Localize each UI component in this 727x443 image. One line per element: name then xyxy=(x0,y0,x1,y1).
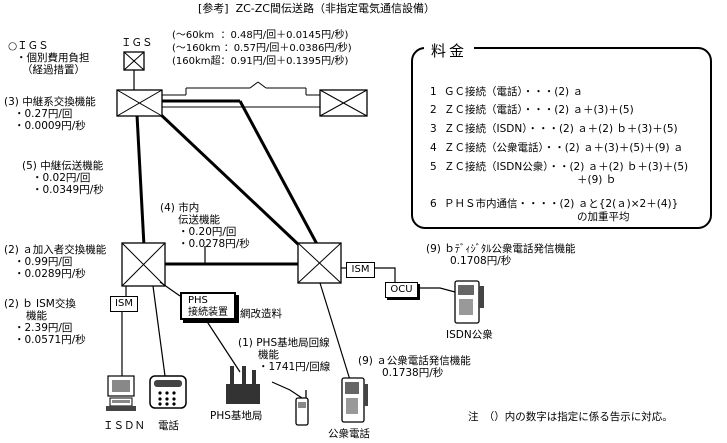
subscriber-switch-rate-call: ・0.99円/回 xyxy=(14,256,73,268)
network-modification-fee: 網改造料 xyxy=(240,308,282,320)
distance-rate-3: (160km超：0.91円/回＋0.1395円/秒) xyxy=(172,56,349,67)
phs-line-heading-2: 機能 xyxy=(258,349,279,361)
payphone-icon xyxy=(341,377,368,423)
igs-note-line1: ・個別費用負担 xyxy=(16,52,90,64)
fee-row-num: 2 xyxy=(430,104,437,116)
isdn-switch-rate-call: ・2.39円/回 xyxy=(14,322,73,334)
distance-rate-2: (〜160km ：0.57円/回＋0.0386円/秒) xyxy=(172,43,352,54)
phs-line-heading-1: (1) PHS基地局回線 xyxy=(238,337,330,349)
fee-row-num: 6 xyxy=(430,198,437,210)
fee-row-num: 3 xyxy=(430,123,437,135)
isdn-switch-rate-sec: ・0.0571円/秒 xyxy=(14,334,86,346)
ism-box-right: ISM xyxy=(346,262,375,278)
relay-transmission-rate-call: ・0.02円/回 xyxy=(32,172,91,184)
subscriber-switch-rate-sec: ・0.0289円/秒 xyxy=(14,268,86,280)
distance-rate-1: (〜60km ：0.48円/回＋0.0145円/秒) xyxy=(172,30,349,41)
igs-switch-icon xyxy=(123,51,145,71)
fee-row-num: 4 xyxy=(430,142,437,154)
link-ocu-to-isdn-payphone xyxy=(418,287,456,293)
phs-device-label-1: PHS xyxy=(188,295,208,306)
isdn-payphone-label: ISDN公衆 xyxy=(446,329,493,341)
link-to-phone xyxy=(152,285,166,377)
fee-row-num: 5 xyxy=(430,161,437,173)
relay-switch-right-icon xyxy=(319,89,368,117)
city-transmission-rate-call: ・0.20円/回 xyxy=(178,226,237,238)
digital-payphone-heading: (9) ｂﾃﾞｨｼﾞﾀﾙ公衆電話発信機能 xyxy=(426,243,576,255)
city-transmission-heading-2: 伝送機能 xyxy=(178,214,220,226)
digital-payphone-rate: 0.1708円/秒 xyxy=(450,255,512,267)
link-to-phs-device xyxy=(159,281,181,297)
fee-row-text: ＰＨＳ市内通信・・・・(2) ａと{2(ａ)×2＋(4)} xyxy=(444,198,679,210)
fee-row-text: ＺＣ接続（公衆電話）・・(2) ａ＋(3)＋(5)＋(9) ａ xyxy=(444,142,684,154)
phs-base-station-label: PHS基地局 xyxy=(210,410,263,422)
fee-row-text: の加重平均 xyxy=(577,211,630,223)
fee-row-text: ＺＣ接続（ISDN公衆）・・(2) ａ＋(2) ｂ＋(3)＋(5) xyxy=(444,161,689,173)
relay-switch-rate-call: ・0.27円/回 xyxy=(14,108,73,120)
igs-label: ＩＧＳ xyxy=(121,37,153,49)
phs-line-rate: ・1741円/回線 xyxy=(258,361,331,373)
ism-box-left: ISM xyxy=(110,296,138,312)
fee-row-num: 1 xyxy=(430,86,437,98)
phs-device-box: PHS 接続装置 xyxy=(180,292,236,320)
link-ism-to-ocu xyxy=(375,267,396,282)
igs-note-line2: （経過措置） xyxy=(22,64,85,76)
subscriber-switch-right-icon xyxy=(297,242,342,284)
fee-row-text: ＺＣ接続（電話）・・・(2) ａ＋(3)＋(5) xyxy=(444,104,634,116)
isdn-switch-heading-2: 機能 xyxy=(26,310,47,322)
fee-panel xyxy=(411,47,712,229)
payphone-label: 公衆電話 xyxy=(328,428,370,440)
subscriber-switch-heading: (2) ａ加入者交換機能 xyxy=(4,244,107,256)
trunk-top-to-mid xyxy=(238,100,320,247)
relay-switch-heading: (3) 中継系交換機能 xyxy=(4,96,96,108)
link-to-payphone xyxy=(319,282,351,381)
igs-note-heading: ○ＩＧＳ xyxy=(8,40,49,52)
fee-row-text: ＧＣ接続（電話）・・・(2) ａ xyxy=(444,86,583,98)
phs-base-station-icon xyxy=(226,366,260,404)
city-transmission-heading-1: (4) 市内 xyxy=(160,202,200,214)
mobile-phone-icon xyxy=(271,381,309,426)
ocu-box: OCU xyxy=(385,282,418,298)
payphone-origin-heading: (9) ａ公衆電話発信機能 xyxy=(358,355,471,367)
isdn-payphone-icon xyxy=(454,280,484,324)
relay-switch-left-icon xyxy=(116,89,163,117)
fee-row-text: ＋(9) ｂ xyxy=(577,174,617,186)
link-phs-device-to-base xyxy=(205,319,241,373)
trunk-relay-diagonal xyxy=(156,110,302,248)
telephone-label: 電話 xyxy=(158,420,179,432)
page-title: [参考] ZC-ZC間伝送路（非指定電気通信設備） xyxy=(198,2,435,15)
isdn-terminal-icon xyxy=(106,375,136,411)
fee-row-text: ＺＣ接続（ISDN）・・・(2) ａ＋(2) ｂ＋(3)＋(5) xyxy=(444,123,678,135)
isdn-switch-heading-1: (2) ｂ ISM交換 xyxy=(4,298,76,310)
footnote: 注 （）内の数字は指定に係る告示に対応。 xyxy=(468,411,673,423)
city-transmission-rate-sec: ・0.0278円/秒 xyxy=(178,238,250,250)
distance-pipe xyxy=(160,81,320,108)
subscriber-switch-left-icon xyxy=(121,242,166,287)
relay-transmission-heading: (5) 中継伝送機能 xyxy=(22,160,104,172)
trunk-relay-to-subscriber xyxy=(135,114,146,247)
payphone-origin-rate: 0.1738円/秒 xyxy=(382,367,444,379)
isdn-terminal-label: ＩＳＤＮ xyxy=(103,420,145,432)
relay-transmission-rate-sec: ・0.0349円/秒 xyxy=(32,184,104,196)
phs-device-label-2: 接続装置 xyxy=(188,307,228,318)
telephone-icon xyxy=(149,375,187,409)
fee-panel-title: 料金 xyxy=(424,42,475,60)
relay-switch-rate-sec: ・0.0009円/秒 xyxy=(14,120,86,132)
